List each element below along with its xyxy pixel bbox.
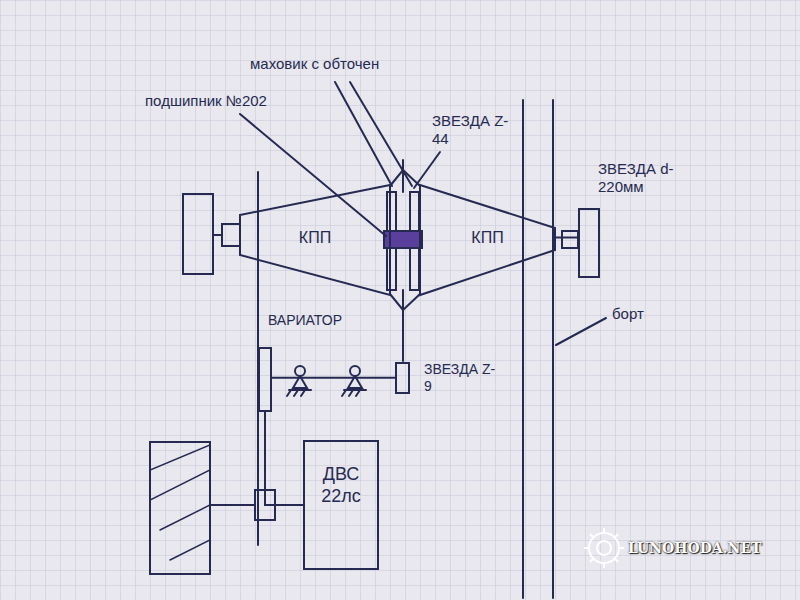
gearbox-housing: КПП — [240, 180, 390, 295]
sprocket: ЗВЕЗДА Z-9 — [395, 361, 496, 395]
shaft-connector — [265, 412, 303, 505]
sprocket-body — [395, 362, 410, 394]
callout-label: маховик с обточен — [250, 55, 379, 73]
part-label: ДВС 22лс — [313, 464, 369, 507]
housing-outline — [240, 185, 390, 295]
housing-peak — [390, 294, 420, 310]
shaft — [210, 504, 255, 506]
part-label: ЗВЕЗДА Z-9 — [424, 361, 496, 395]
sprocket: ЗВЕЗДА d-220мм — [570, 160, 720, 278]
watermark: LUNOHODA.NET — [628, 540, 761, 557]
callout-label: борт — [612, 305, 644, 323]
part-label: КПП — [299, 228, 331, 247]
housing-outline — [420, 185, 555, 295]
wheel — [183, 194, 213, 274]
part-label: ВАРИАТОР — [268, 312, 363, 329]
shaft — [213, 234, 222, 236]
bearing-symbol — [342, 366, 366, 396]
variator: ВАРИАТОР — [256, 312, 366, 412]
hub — [222, 224, 240, 246]
shaft-connector — [272, 377, 395, 379]
drive-wheel — [150, 442, 210, 574]
chain-line — [402, 290, 404, 361]
leader-line — [556, 318, 606, 345]
leader-line — [335, 82, 392, 186]
callout-label: ЗВЕЗДА Z-44 — [432, 112, 512, 148]
shaft-connector — [555, 237, 578, 239]
callout-label: подшипник №202 — [145, 92, 267, 110]
part-label: ЗВЕЗДА d-220мм — [598, 160, 718, 196]
bearing-symbol — [287, 366, 311, 396]
hub — [562, 231, 578, 248]
axis-line — [402, 160, 404, 192]
sprocket-body — [578, 208, 600, 278]
watermark-logo — [584, 528, 624, 568]
leader-line — [240, 114, 386, 236]
side-line — [552, 100, 554, 598]
gearbox-housing: КПП — [420, 180, 555, 295]
leader-line — [414, 152, 440, 188]
frame-line — [522, 100, 524, 598]
part-label: КПП — [471, 228, 503, 247]
leader-line — [350, 82, 412, 186]
engine-box: ДВС 22лс — [303, 440, 379, 570]
variator-body — [258, 347, 272, 412]
wheel-hatching — [150, 445, 210, 560]
